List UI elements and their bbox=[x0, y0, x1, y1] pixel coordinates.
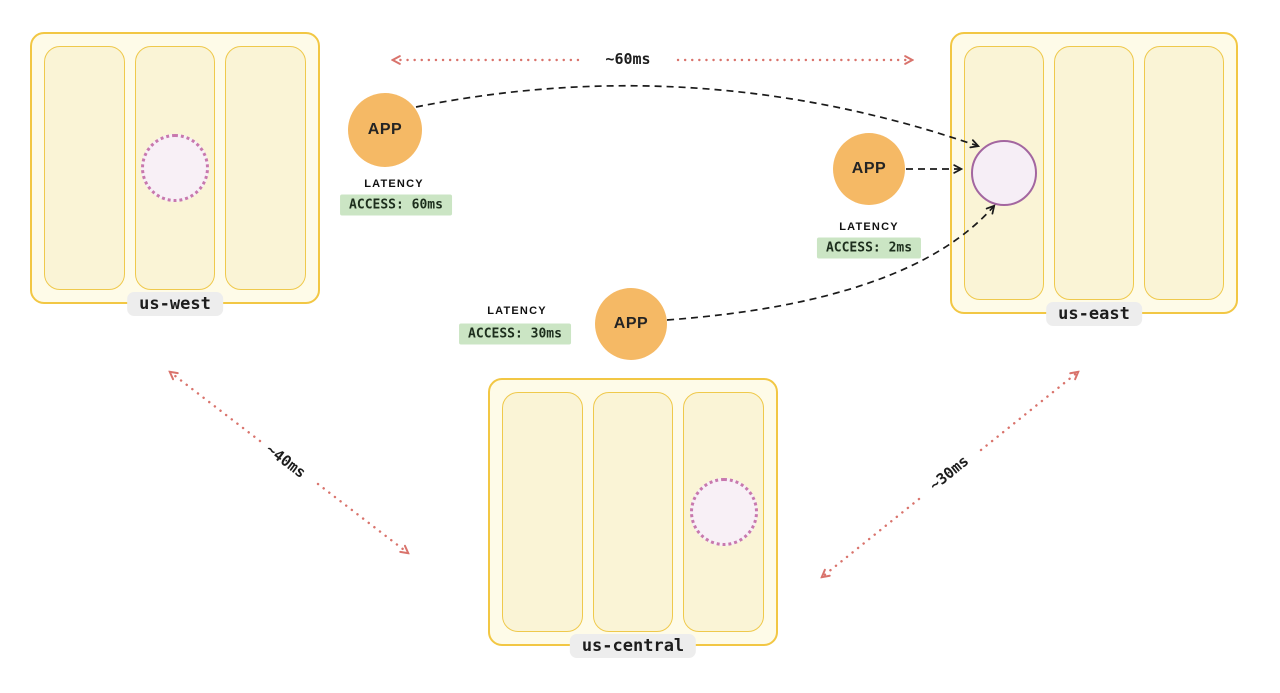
latency-title-west: LATENCY bbox=[364, 178, 424, 190]
availability-zone bbox=[44, 46, 125, 290]
app-node-central: APP bbox=[595, 288, 667, 360]
latency-link-central-east-lower bbox=[822, 497, 921, 577]
availability-zone bbox=[1054, 46, 1134, 300]
availability-zone bbox=[964, 46, 1044, 300]
app-node-west: APP bbox=[348, 93, 422, 167]
availability-zone bbox=[502, 392, 583, 632]
latency-title-east: LATENCY bbox=[839, 221, 899, 233]
app-central-access-arrow bbox=[666, 206, 994, 321]
access-badge-west: ACCESS: 60ms bbox=[340, 194, 452, 216]
app-west-access-arrow bbox=[415, 84, 978, 146]
region-label-us-central: us-central bbox=[569, 634, 697, 658]
app-node-east: APP bbox=[833, 133, 905, 205]
latency-title-central: LATENCY bbox=[487, 305, 547, 317]
availability-zone bbox=[683, 392, 765, 632]
region-us-east: us-east bbox=[950, 32, 1238, 326]
latency-link-central-east-upper bbox=[979, 372, 1078, 452]
access-badge-central: ACCESS: 30ms bbox=[459, 323, 571, 345]
availability-zone bbox=[225, 46, 307, 290]
primary-database-circle bbox=[971, 140, 1037, 206]
availability-zone bbox=[134, 46, 216, 290]
latency-link-west-central-upper bbox=[170, 372, 262, 443]
replica-placeholder-circle bbox=[141, 134, 209, 202]
region-us-west: us-west bbox=[30, 32, 320, 316]
replica-placeholder-circle bbox=[689, 478, 758, 546]
access-badge-east: ACCESS: 2ms bbox=[816, 237, 922, 259]
region-label-us-east: us-east bbox=[1046, 302, 1142, 326]
latency-label-west-central: ~40ms bbox=[258, 437, 314, 485]
region-us-central: us-central bbox=[488, 378, 778, 658]
region-label-us-west: us-west bbox=[127, 292, 223, 316]
availability-zone bbox=[592, 392, 674, 632]
availability-zone bbox=[1144, 46, 1224, 300]
latency-label-central-east: ~30ms bbox=[921, 448, 977, 498]
latency-link-west-central-lower bbox=[316, 482, 408, 553]
latency-label-west-east: ~60ms bbox=[600, 50, 656, 68]
